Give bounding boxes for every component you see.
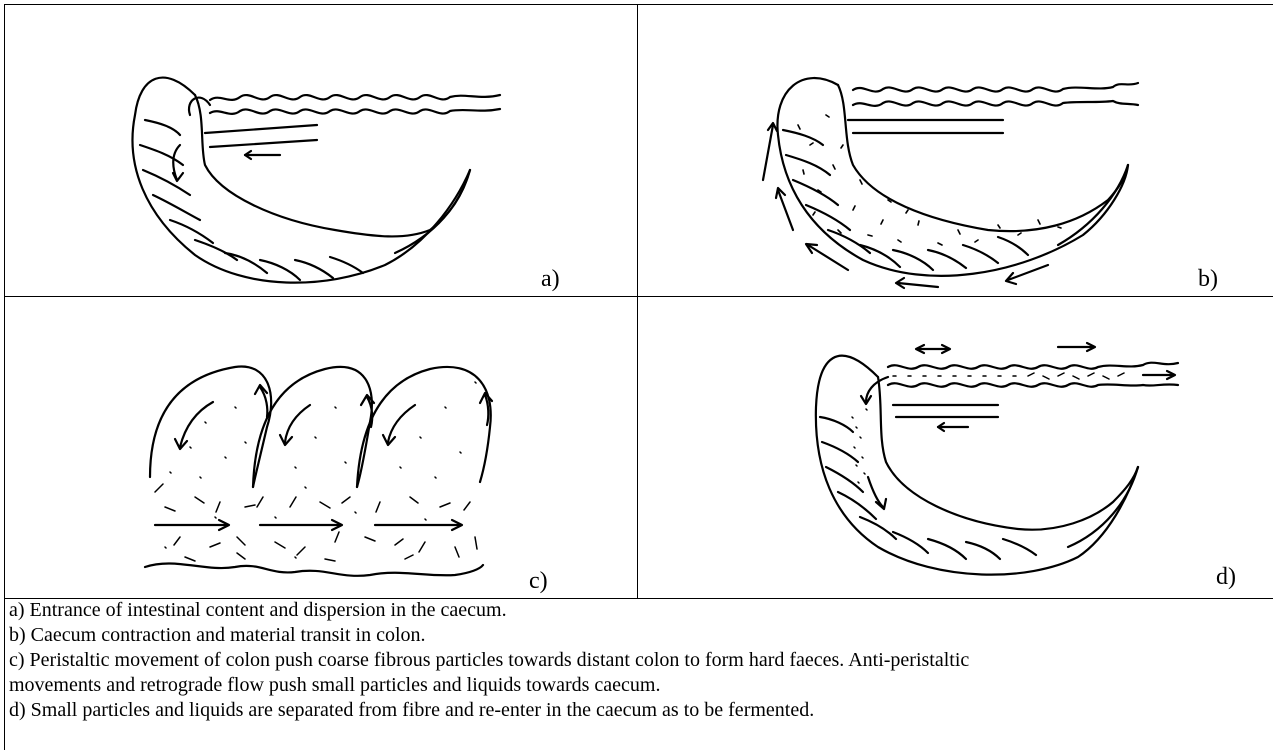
caption-line-a: a) Entrance of intestinal content and di…	[5, 598, 1273, 623]
caption-line-c-cont: movements and retrograde flow push small…	[5, 673, 1273, 698]
caecum-drawing-d	[638, 297, 1273, 600]
caecum-drawing-b	[638, 5, 1273, 298]
panel-c: c)	[4, 296, 638, 599]
figure: a)	[4, 4, 1273, 748]
panel-d: d)	[637, 296, 1273, 599]
caption-line-c: c) Peristaltic movement of colon push co…	[5, 648, 1273, 673]
caption-line-b: b) Caecum contraction and material trans…	[5, 623, 1273, 648]
colon-haustra-drawing	[5, 297, 639, 600]
panel-b: b)	[637, 4, 1273, 297]
caecum-drawing-a	[5, 5, 639, 298]
figure-caption: a) Entrance of intestinal content and di…	[4, 598, 1273, 750]
panel-c-label: c)	[529, 569, 548, 593]
panel-d-label: d)	[1216, 565, 1236, 589]
caption-line-d: d) Small particles and liquids are separ…	[5, 698, 1273, 723]
panel-a: a)	[4, 4, 638, 297]
panel-b-label: b)	[1198, 267, 1218, 291]
panel-a-label: a)	[541, 267, 560, 291]
